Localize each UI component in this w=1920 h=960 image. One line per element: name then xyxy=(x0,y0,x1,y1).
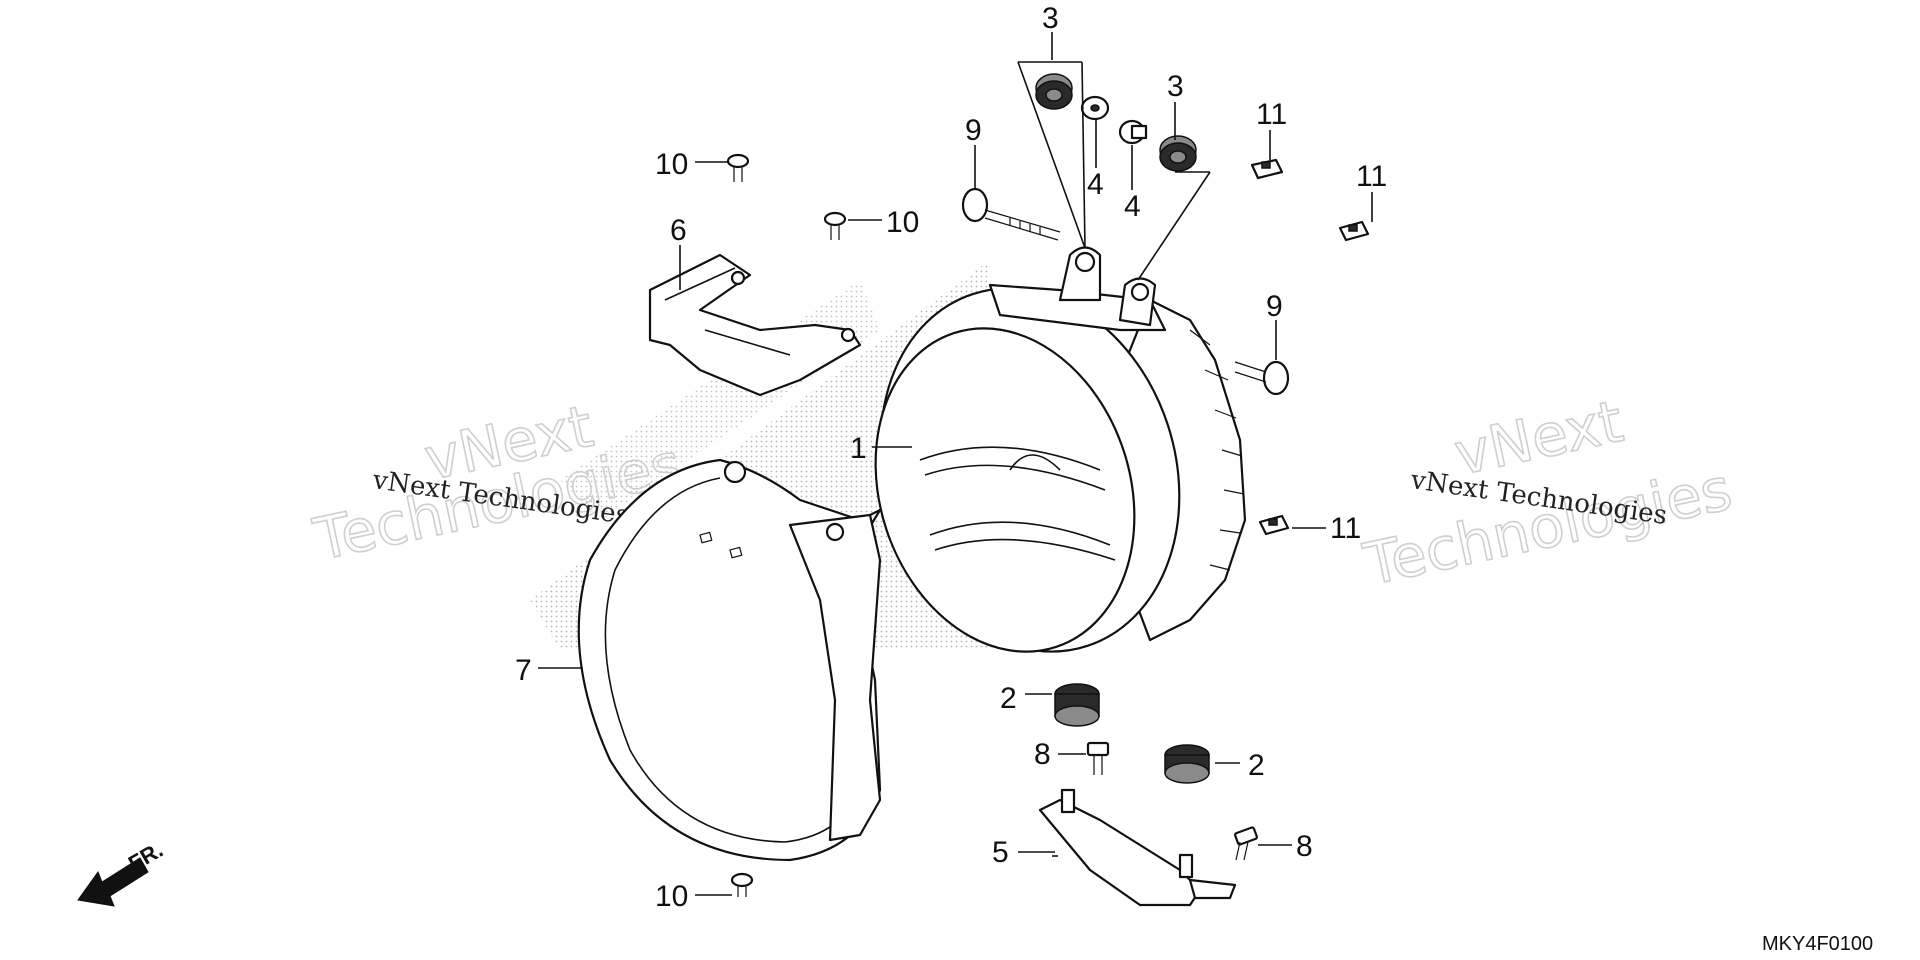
bolt-9b xyxy=(1234,360,1290,396)
callout-6: 6 xyxy=(670,214,687,247)
callout-3b: 3 xyxy=(1167,70,1184,103)
lower-stay xyxy=(1038,788,1237,907)
clip-11b xyxy=(1338,220,1370,242)
callout-9b: 9 xyxy=(1266,290,1283,323)
callout-10c: 10 xyxy=(655,880,688,913)
callout-11c: 11 xyxy=(1330,512,1361,545)
clip-11c xyxy=(1258,514,1290,536)
callout-9a: 9 xyxy=(965,114,982,147)
callout-1: 1 xyxy=(850,432,867,465)
callout-4b: 4 xyxy=(1124,190,1141,223)
grommet-2a xyxy=(1054,683,1100,727)
callout-4a: 4 xyxy=(1087,168,1104,201)
collar-4b xyxy=(1118,119,1148,145)
screw-10a xyxy=(726,153,750,182)
callout-10b: 10 xyxy=(886,206,919,239)
callout-10a: 10 xyxy=(655,148,688,181)
bolt-8b xyxy=(1234,826,1258,861)
clip-11a xyxy=(1250,158,1284,180)
front-direction-arrow: FR. xyxy=(77,837,167,907)
bolt-8a xyxy=(1086,741,1110,775)
callout-11b: 11 xyxy=(1356,160,1387,193)
headlight-unit xyxy=(874,246,1247,653)
grommet-3b xyxy=(1159,135,1197,172)
grommet-3a xyxy=(1035,73,1073,110)
callout-11a: 11 xyxy=(1256,98,1287,131)
screw-10b xyxy=(823,211,847,240)
grommet-2b xyxy=(1164,744,1210,784)
callout-8b: 8 xyxy=(1296,830,1313,863)
callout-labels: 1 2 2 3 3 4 4 5 6 7 8 8 9 9 10 10 10 11 … xyxy=(515,2,1387,913)
bracket-stay xyxy=(648,253,862,397)
watermark-right: vNext Technologies vNext Technologies xyxy=(1357,386,1738,600)
callout-2a: 2 xyxy=(1000,682,1017,715)
diagram-code: MKY4F0100 xyxy=(1762,933,1873,955)
callout-7: 7 xyxy=(515,654,532,687)
leader-lines xyxy=(538,32,1373,896)
callout-2b: 2 xyxy=(1248,749,1265,782)
bolt-9a xyxy=(961,187,1061,241)
collar-4a xyxy=(1080,95,1110,121)
screw-10c xyxy=(730,872,754,897)
headlight-rim xyxy=(577,458,882,862)
callout-8a: 8 xyxy=(1034,738,1051,771)
callout-3a: 3 xyxy=(1042,2,1059,35)
callout-5: 5 xyxy=(992,836,1009,869)
